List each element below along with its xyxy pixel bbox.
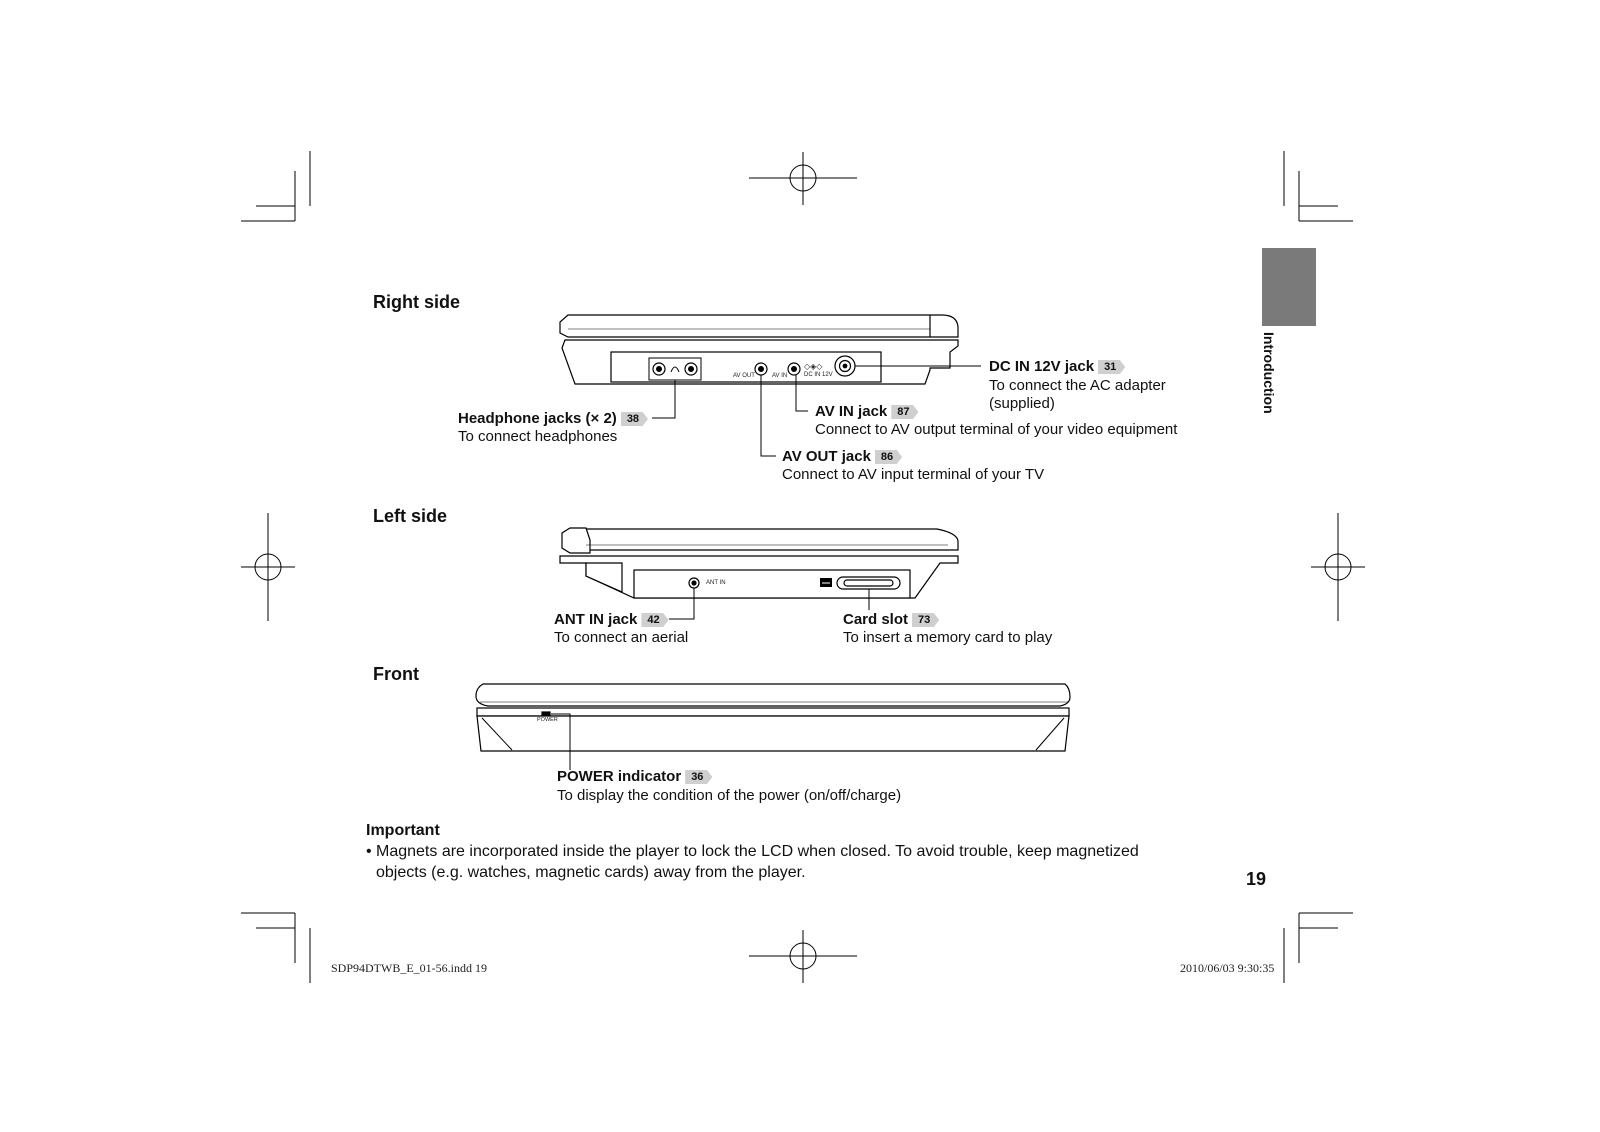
left-side-leader-lines <box>669 588 870 620</box>
device-label-dc-in: DC IN 12V <box>804 372 833 378</box>
page-ref-badge: 42 <box>641 613 669 627</box>
page-ref-badge: 38 <box>620 412 649 426</box>
page-ref-badge: 87 <box>891 405 919 419</box>
callout-av-out-desc: Connect to AV input terminal of your TV <box>782 466 1045 483</box>
device-label-av-in: AV IN <box>772 373 788 379</box>
important-bullet: • <box>366 843 372 860</box>
device-label-ant-in: ANT IN <box>706 580 726 586</box>
important-heading: Important <box>366 822 440 839</box>
callout-av-in-title: AV IN jack <box>815 403 888 420</box>
left-side-device-illustration <box>559 527 959 599</box>
callout-power-title: POWER indicator <box>557 768 682 785</box>
crop-marks <box>241 151 1353 983</box>
headphone-symbol-icon <box>670 366 680 373</box>
important-text-line-1: Magnets are incorporated inside the play… <box>376 843 1139 860</box>
device-label-av-out: AV OUT <box>733 373 755 379</box>
important-text-line-2: objects (e.g. watches, magnetic cards) a… <box>376 864 806 881</box>
callout-av-in-desc: Connect to AV output terminal of your vi… <box>815 421 1178 438</box>
callout-dc-in-desc-2: (supplied) <box>989 395 1055 412</box>
page-ref-badge: 86 <box>874 450 903 464</box>
right-side-device-illustration <box>559 314 959 385</box>
callout-card-slot-desc: To insert a memory card to play <box>843 629 1053 646</box>
print-slug-timestamp: 2010/06/03 9:30:35 <box>1180 961 1275 975</box>
page-ref-badge: 36 <box>685 770 713 784</box>
page-number: 19 <box>1246 869 1267 889</box>
section-tab-text: Introduction <box>1261 332 1277 414</box>
front-device-illustration <box>475 683 1071 752</box>
sd-logo-icon <box>820 578 832 587</box>
callout-power-desc: To display the condition of the power (o… <box>557 787 902 804</box>
right-side-leader-lines <box>652 365 981 457</box>
callout-dc-in-desc: To connect the AC adapter <box>989 377 1166 394</box>
front-leader-lines <box>551 713 571 770</box>
callout-headphone-desc: To connect headphones <box>458 428 618 445</box>
callout-dc-in-title: DC IN 12V jack <box>989 358 1095 375</box>
heading-right-side: Right side <box>373 292 461 312</box>
section-tab <box>1262 248 1316 326</box>
section-tab-label: Introduction <box>1258 332 1280 422</box>
dc-polarity-icon: ◇◈◇ <box>804 362 823 371</box>
heading-front: Front <box>373 664 419 684</box>
print-slug-file: SDP94DTWB_E_01-56.indd 19 <box>331 961 487 975</box>
callout-card-slot-title: Card slot <box>843 611 909 628</box>
registration-mark-right <box>1311 513 1365 621</box>
device-label-power: POWER <box>537 717 558 723</box>
callout-ant-in-title: ANT IN jack <box>554 611 638 628</box>
heading-left-side: Left side <box>373 506 448 526</box>
registration-mark-top <box>749 152 857 205</box>
page-ref-badge: 31 <box>1098 360 1126 374</box>
callout-av-out-title: AV OUT jack <box>782 448 871 465</box>
callout-headphone-title: Headphone jacks (× 2) <box>458 410 617 427</box>
page-ref-badge: 73 <box>912 613 940 627</box>
callout-headphone: Headphone jacks (× 2)38 <box>458 410 649 428</box>
callout-ant-in-desc: To connect an aerial <box>554 629 689 646</box>
registration-mark-bottom <box>749 930 857 983</box>
registration-mark-left <box>241 513 295 621</box>
